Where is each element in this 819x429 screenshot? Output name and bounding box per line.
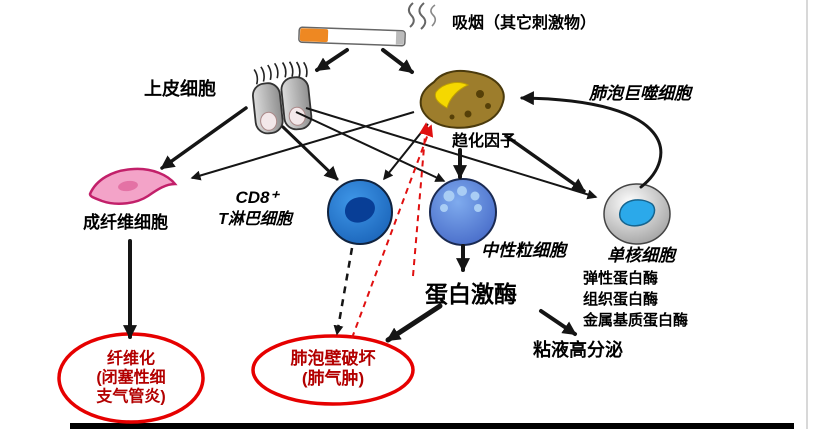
dashed-arrow-cd8-to-emphysema	[333, 247, 354, 336]
macrophage-label: 肺泡巨噬细胞	[589, 84, 691, 103]
enzyme-elastase: 弹性蛋白酶	[583, 270, 659, 287]
emphysema-outcome-text: 肺泡壁破坏 (肺气肿)	[291, 349, 376, 389]
cd8-tcell-icon	[327, 179, 393, 245]
monocyte-icon	[603, 183, 671, 245]
monocyte-label: 单核细胞	[607, 246, 675, 265]
protease-label: 蛋白激酶	[425, 281, 517, 307]
bottom-bar	[70, 423, 794, 429]
epithelial-cells-icon	[252, 61, 313, 135]
fibroblast-label: 成纤维细胞	[83, 213, 168, 232]
solid-arrows	[123, 48, 663, 343]
macrophage-icon	[419, 69, 505, 129]
cd8-label-line1: CD8⁺	[235, 188, 279, 207]
smoke-icon	[407, 2, 437, 30]
thin-arrows	[190, 107, 598, 200]
red-feedback-arrows	[351, 122, 434, 339]
emphysema-line2: (肺气肿)	[301, 369, 365, 388]
chemokine-label: 趋化因子	[452, 133, 517, 150]
fibrosis-line2: (闭塞性细	[96, 369, 166, 387]
epithelial-label: 上皮细胞	[144, 79, 216, 99]
fibrosis-line1: 纤维化	[106, 350, 155, 368]
enzyme-mmp: 金属基质蛋白酶	[583, 312, 689, 329]
enzyme-cathepsin: 组织蛋白酶	[583, 291, 659, 308]
neutrophil-icon	[429, 178, 497, 246]
emphysema-line1: 肺泡壁破坏	[290, 349, 376, 368]
mucus-label: 粘液高分泌	[533, 340, 623, 360]
fibrosis-outcome-text: 纤维化 (闭塞性细 支气管炎)	[96, 350, 165, 407]
cigarette-icon	[298, 26, 406, 47]
right-edge-line	[806, 0, 808, 429]
neutrophil-label: 中性粒细胞	[481, 241, 566, 260]
fibrosis-line3: 支气管炎)	[96, 388, 166, 406]
cd8-label-line2: T淋巴细胞	[218, 211, 292, 228]
enzyme-list: 弹性蛋白酶 组织蛋白酶 金属基质蛋白酶	[583, 268, 688, 331]
emphysema-oval	[251, 334, 415, 406]
smoking-label: 吸烟（其它刺激物）	[452, 15, 597, 32]
fibroblast-icon	[88, 167, 178, 205]
